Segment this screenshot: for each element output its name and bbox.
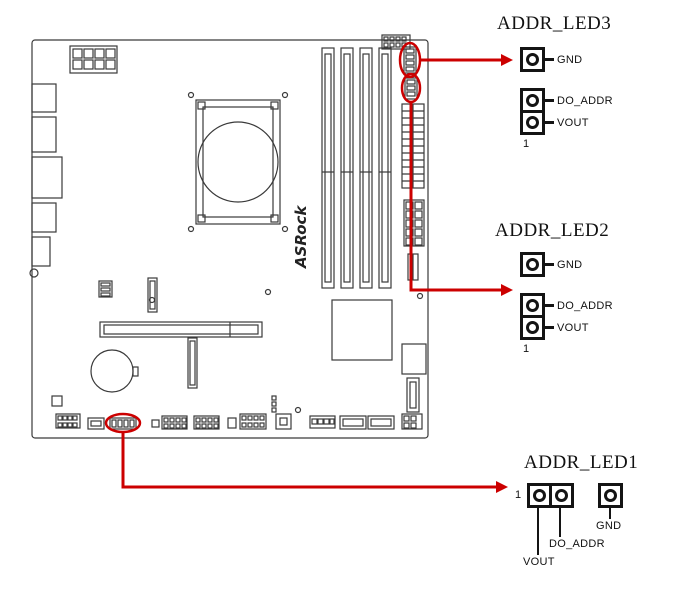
mounting-holes [51, 288, 424, 414]
cpu-power-connector [69, 45, 118, 74]
pin-row: GND [520, 252, 582, 277]
pin-box [520, 315, 545, 340]
board-logo: ASRock [292, 205, 310, 269]
pin-hole-icon [526, 53, 539, 66]
pin-label-do-addr: DO_ADDR [557, 94, 613, 107]
pin-box [520, 110, 545, 135]
pin-box [527, 483, 552, 508]
pin-row: VOUT [520, 315, 589, 340]
bottom-headers [55, 395, 423, 430]
addr-led3-arrowhead-icon [501, 54, 513, 66]
front-panel-header [403, 199, 425, 247]
pin1-number: 1 [515, 489, 522, 501]
pin-label-gnd: GND [557, 53, 583, 66]
pin-box [520, 252, 545, 277]
pin-tick [545, 304, 554, 307]
pin-hole-icon [555, 489, 568, 502]
pin-label-gnd: GND [557, 258, 583, 271]
right-bottom-connectors [401, 343, 427, 413]
pin-label-vout: VOUT [557, 321, 589, 334]
pin-hole-icon [526, 94, 539, 107]
chipset [331, 299, 393, 361]
usb-header [407, 253, 419, 281]
addr-led1-header [109, 417, 137, 430]
pin-box [520, 47, 545, 72]
addr-led2-header [404, 77, 418, 100]
pin-box [598, 483, 623, 508]
pin1-number: 1 [523, 343, 530, 355]
pin-tick [545, 121, 554, 124]
pin-tick [545, 99, 554, 102]
dimm-slots [321, 47, 392, 289]
pin1-number: 1 [523, 138, 530, 150]
pin-gap [520, 277, 545, 293]
addr-led1-arrowhead-icon [496, 481, 508, 493]
pin-hole-icon [526, 321, 539, 334]
pin-box [549, 483, 574, 508]
pin-hole-icon [604, 489, 617, 502]
pin-tick [545, 263, 554, 266]
cmos-battery [90, 349, 139, 393]
addr-led1-arrow-line [121, 432, 496, 489]
pin-leader-vout [537, 508, 539, 555]
addr-led2-title: ADDR_LED2 [495, 220, 610, 241]
addr-led2-arrowhead-icon [501, 284, 513, 296]
pcie-x16-slot [99, 321, 263, 338]
pin-tick [545, 326, 554, 329]
pin-label-do-addr: DO_ADDR [549, 538, 605, 550]
pin-row: GND [520, 47, 582, 72]
addr-led1-title: ADDR_LED1 [524, 452, 639, 473]
m2-and-small-slots [98, 277, 198, 389]
pin-label-vout: VOUT [523, 556, 555, 568]
atx-power-connector [401, 103, 425, 189]
addr-led3-pinout: GND DO_ADDR VOUT 1 [520, 47, 613, 150]
pin-label-gnd: GND [596, 520, 622, 532]
pin-hole-icon [526, 258, 539, 271]
pin-label-vout: VOUT [557, 116, 589, 129]
pin-gap [520, 72, 545, 88]
addr-led1-pinout: ADDR_LED1 1 GND DO_ADDR VOUT [510, 452, 675, 587]
pin-hole-icon [526, 299, 539, 312]
addr-led2-pinout: GND DO_ADDR VOUT 1 [520, 252, 613, 355]
pin-label-do-addr: DO_ADDR [557, 299, 613, 312]
pin-hole-icon [526, 116, 539, 129]
rear-io-ports [29, 83, 63, 278]
pin-hole-icon [533, 489, 546, 502]
pin-leader-gnd [609, 508, 611, 519]
addr-led3-title: ADDR_LED3 [497, 13, 612, 34]
addr-led2-arrow-line [409, 102, 501, 292]
pin-row: VOUT [520, 110, 589, 135]
cpu-socket [187, 91, 289, 233]
addr-led3-header [403, 46, 417, 74]
pin-leader-do-addr [559, 508, 561, 537]
pin-tick [545, 58, 554, 61]
